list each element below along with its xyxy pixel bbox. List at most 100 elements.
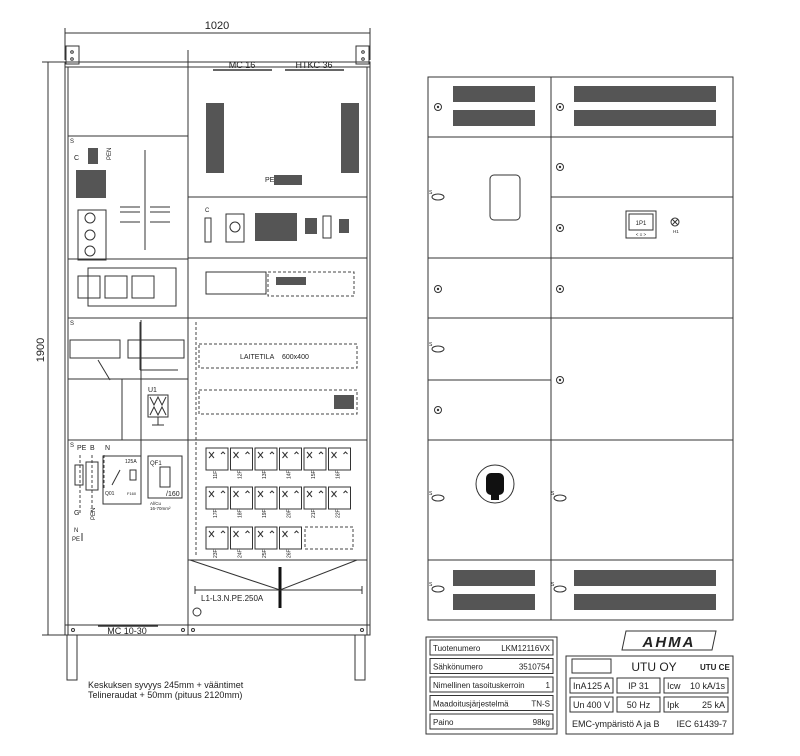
circuit-breaker: 21F bbox=[303, 486, 327, 518]
circuit-breaker: 22F bbox=[328, 486, 351, 518]
section-s-label: S bbox=[70, 443, 74, 449]
info-label: Maadoitusjärjestelmä bbox=[433, 700, 509, 709]
circuit-breaker: 16F bbox=[328, 447, 351, 479]
n-label: N bbox=[105, 445, 110, 452]
terminal-rail-right bbox=[341, 103, 359, 173]
g-label: G bbox=[74, 510, 79, 517]
equipment-space bbox=[198, 343, 358, 369]
vent-grille bbox=[453, 570, 535, 586]
circuit-breaker: 26F bbox=[279, 526, 302, 558]
info-label: Sähkönumero bbox=[433, 663, 483, 672]
cable-type: Al/Cu bbox=[150, 501, 162, 506]
f1-label: F160 bbox=[127, 491, 137, 496]
cable-size: 16-70mm² bbox=[150, 506, 171, 511]
height-dimension: 1900 bbox=[35, 61, 66, 636]
width-dimension-label: 1020 bbox=[205, 20, 229, 32]
breaker-label: 13F bbox=[262, 470, 268, 479]
door-hinge-icon: S bbox=[429, 190, 445, 201]
height-dimension-label: 1900 bbox=[35, 338, 47, 362]
width-dimension: 1020 bbox=[64, 20, 371, 60]
breaker-label: 21F bbox=[311, 509, 317, 518]
circuit-breaker: 19F bbox=[254, 486, 278, 518]
door-lock-icon[interactable] bbox=[434, 285, 442, 293]
fuse-row bbox=[69, 339, 121, 359]
rating-value: 125 A bbox=[587, 681, 610, 691]
rating-value: IP 31 bbox=[628, 681, 649, 691]
door-lock-icon[interactable] bbox=[556, 103, 564, 111]
contactor bbox=[131, 275, 155, 299]
display-1p1 bbox=[625, 210, 657, 239]
earth-symbol-icon bbox=[192, 607, 202, 617]
breaker-label: 15F bbox=[311, 470, 317, 479]
hinge-s-label: S bbox=[429, 491, 433, 497]
door-hinge-icon: S bbox=[551, 491, 567, 502]
lifting-lug-right bbox=[355, 45, 370, 65]
rating-value: 400 V bbox=[586, 700, 610, 710]
emc-environment: EMC-ympäristö A ja B bbox=[572, 719, 660, 729]
lifting-lug-left bbox=[65, 45, 80, 65]
fuse-holders bbox=[77, 209, 107, 261]
rating-label: Un bbox=[573, 700, 585, 710]
hinge-s-label: S bbox=[551, 491, 555, 497]
indicator-lamp-icon bbox=[670, 217, 680, 227]
door-lock-icon[interactable] bbox=[434, 406, 442, 414]
vent-grille bbox=[453, 594, 535, 610]
rating-value: 50 Hz bbox=[627, 700, 651, 710]
circuit-breaker: 12F bbox=[230, 447, 253, 479]
support-leg-left bbox=[66, 634, 78, 681]
breaker-label: 12F bbox=[238, 470, 244, 479]
vent-grille bbox=[453, 110, 535, 126]
vent-grille bbox=[574, 594, 716, 610]
terminal-rail-left bbox=[206, 103, 224, 173]
info-value: 3510754 bbox=[519, 663, 551, 672]
door-lock-icon[interactable] bbox=[556, 163, 564, 171]
circuit-breaker: 15F bbox=[303, 447, 327, 479]
pe-label: PE bbox=[265, 177, 275, 184]
rating-value: 10 kA/1s bbox=[690, 681, 726, 691]
control-switch-q1 bbox=[225, 213, 245, 243]
hinge-s-label: S bbox=[429, 582, 433, 588]
equipment-space-size: 600x400 bbox=[282, 354, 309, 361]
info-row: Sähkönumero 3510754 bbox=[429, 658, 554, 674]
circuit-breaker: 13F bbox=[254, 447, 278, 479]
door-hinge-icon: S bbox=[429, 491, 445, 502]
pen-terminal bbox=[88, 148, 98, 164]
door-lock-icon[interactable] bbox=[556, 285, 564, 293]
rating-cell: IP 31 bbox=[616, 677, 661, 694]
rail-note: Telineraudat + 50mm (pituus 2120mm) bbox=[88, 690, 242, 700]
breaker-label: 20F bbox=[287, 509, 293, 518]
breaker-label: 23F bbox=[213, 549, 219, 558]
info-row: Tuotenumero LKM12116VX bbox=[429, 639, 554, 656]
pen-label: PEN bbox=[91, 508, 97, 520]
vent-grille bbox=[574, 110, 716, 126]
breaker-label: 18F bbox=[238, 509, 244, 518]
door-hinge-icon: S bbox=[429, 342, 445, 353]
door-lock-icon[interactable] bbox=[434, 103, 442, 111]
info-label: Tuotenumero bbox=[433, 644, 481, 653]
certification-marks: UTU CE bbox=[700, 663, 730, 672]
breaker-label: 25F bbox=[262, 549, 268, 558]
breaker-label: 14F bbox=[287, 470, 293, 479]
pe-label: PE bbox=[77, 445, 87, 452]
display-keys: < ≡ > bbox=[636, 232, 647, 237]
door-hinge-icon: S bbox=[429, 582, 445, 593]
breaker-label: 17F bbox=[213, 509, 219, 518]
pen-label: PEN bbox=[107, 148, 113, 160]
blank-field bbox=[571, 658, 612, 674]
pe-busbar bbox=[274, 175, 302, 185]
equipment-space-label: LAITETILA bbox=[240, 354, 275, 361]
relay-row bbox=[127, 339, 185, 359]
door-lock-icon[interactable] bbox=[556, 224, 564, 232]
info-value: LKM12116VX bbox=[501, 644, 550, 653]
door-lock-icon[interactable] bbox=[556, 376, 564, 384]
main-switch-handle[interactable] bbox=[475, 464, 515, 504]
depth-note: Keskuksen syvyys 245mm + vääntimet bbox=[88, 680, 244, 690]
circuit-breaker: 20F bbox=[279, 486, 302, 518]
support-leg-right bbox=[354, 634, 366, 681]
